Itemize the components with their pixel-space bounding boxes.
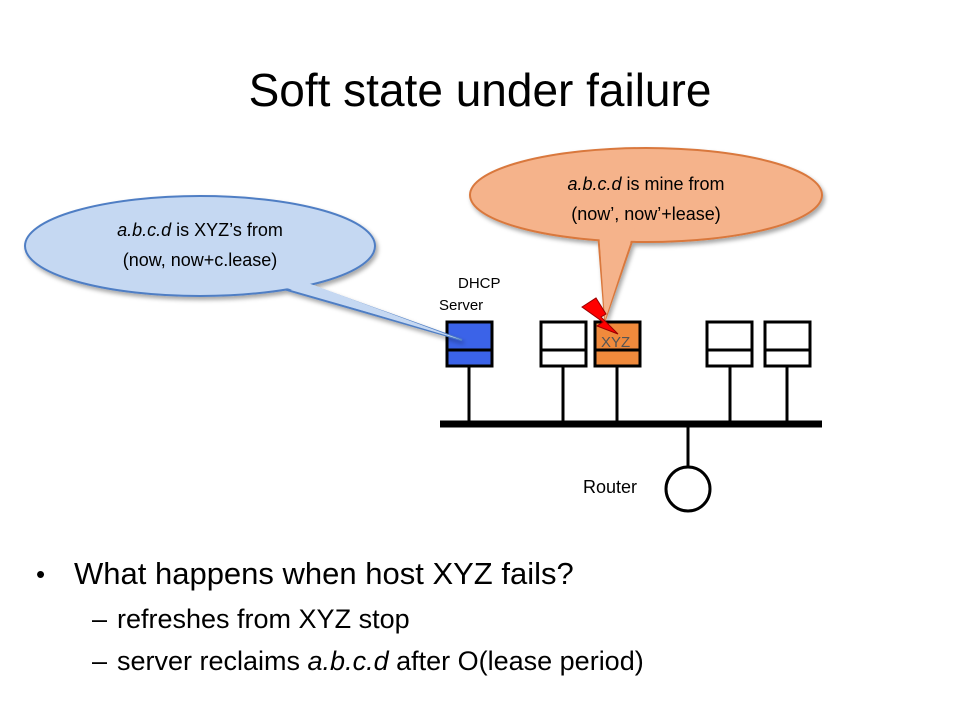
bullet-sub: – server reclaims a.b.c.d after O(lease … [36, 640, 936, 682]
router-label: Router [583, 477, 637, 497]
host-xyz-label: XYZ [601, 334, 630, 351]
lightning-failure-icon [581, 297, 619, 335]
server-bubble-line1: a.b.c.d is XYZ’s from [117, 220, 283, 240]
host [705, 320, 754, 424]
bullet-sub1-text: refreshes from XYZ stop [117, 604, 410, 634]
dash-icon: – [92, 646, 108, 676]
bullet-main-text: What happens when host XYZ fails? [74, 556, 574, 591]
server-bubble-line2: (now, now+c.lease) [123, 250, 278, 270]
bullet-list: • What happens when host XYZ fails? – re… [36, 550, 936, 682]
dhcp-server [445, 320, 494, 424]
bullet-dot-icon: • [36, 559, 46, 589]
host [763, 320, 812, 424]
host-bubble-line1: a.b.c.d is mine from [567, 174, 724, 194]
bullet-sub: – refreshes from XYZ stop [36, 598, 936, 640]
dash-icon: – [92, 604, 108, 634]
server-label-line2: Server [439, 297, 483, 314]
host-bubble-line2: (now’, now’+lease) [571, 204, 721, 224]
slide-title: Soft state under failure [248, 64, 712, 116]
server-speech-bubble [24, 195, 463, 341]
host [539, 320, 588, 424]
server-label-line1: DHCP [458, 275, 501, 292]
bullet-sub2-italic: a.b.c.d [307, 646, 389, 676]
router [664, 465, 712, 513]
bullet-sub2-pre: server reclaims [117, 646, 308, 676]
bullet-main: • What happens when host XYZ fails? [36, 550, 936, 598]
host-xyz [593, 320, 642, 424]
host-speech-bubble [469, 147, 823, 321]
bullet-sub2-post: after O(lease period) [388, 646, 644, 676]
